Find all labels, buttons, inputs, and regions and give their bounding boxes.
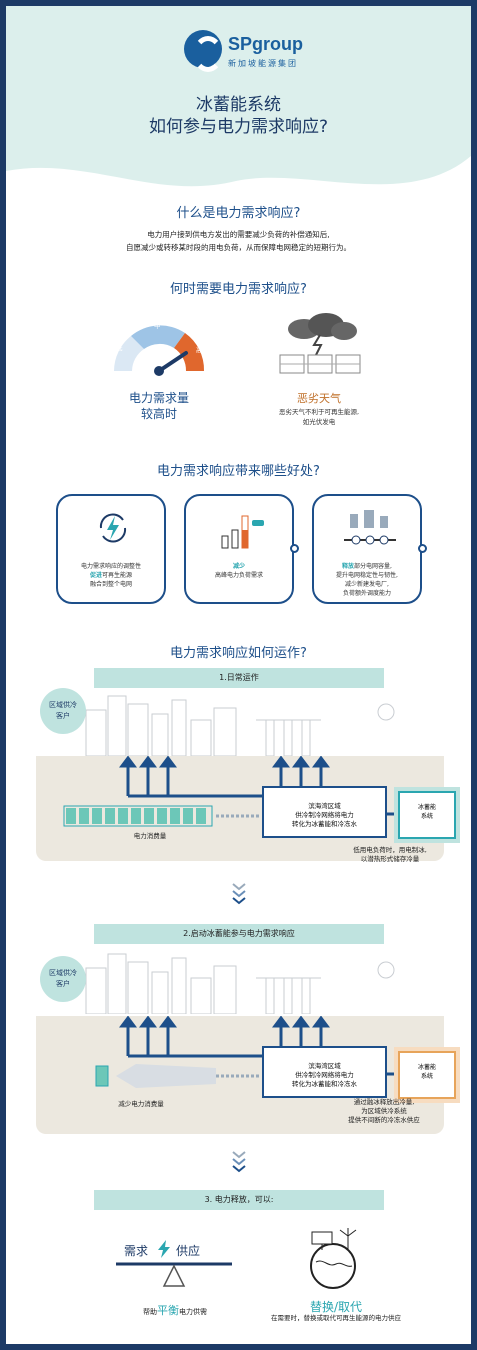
what-heading: 什么是电力需求响应? — [176, 206, 301, 221]
what-text-line1: 电力用户接到供电方发出的需要减少负荷的补偿通知后, — [147, 230, 330, 239]
replace-text: 在需要时，替换或取代可再生能源的电力供应 — [271, 1314, 401, 1322]
card1-highlight: 促进 — [89, 572, 102, 579]
weather-text-line1: 恶劣天气不利于可再生能源, — [278, 408, 360, 416]
what-text-line2: 自愿减少或转移某时段的用电负荷，从而保障电网稳定的短期行为。 — [126, 243, 351, 252]
scene2-right-line2: 为区域供冷系统 — [361, 1107, 407, 1115]
ice-line2: 系统 — [420, 1073, 433, 1080]
step3-banner: 3. 电力释放，可以: — [94, 1190, 384, 1210]
gauge-high-label: 高 — [196, 346, 203, 354]
plant-line2: 供冷制冷网络将电力 — [295, 1071, 354, 1079]
plant-line3: 转化为冰蓄能和冷冻水 — [292, 820, 357, 828]
balance-demand: 需求 — [124, 1244, 149, 1258]
gauge-label-line2: 较高时 — [140, 407, 177, 421]
scene2-right-line3: 提供不间断的冷冻水供应 — [348, 1116, 420, 1124]
city-skyline-1 — [85, 695, 395, 756]
benefits-heading: 电力需求响应带来哪些好处? — [157, 464, 320, 479]
grid-release-icon — [344, 510, 396, 545]
customer-line1: 区域供冷 — [49, 701, 77, 709]
plant-line2: 供冷制冷网络将电力 — [295, 811, 354, 819]
card1-line3: 融合到整个电网 — [89, 581, 132, 588]
city-skyline-2 — [85, 953, 395, 1014]
ice-line1: 冰蓄能 — [417, 804, 436, 811]
renewable-cycle-icon — [99, 513, 127, 543]
replace-word: 替换/取代 — [309, 1300, 363, 1314]
chevron-down-icon — [232, 1151, 246, 1173]
earth-renewables-icon — [310, 1228, 357, 1289]
weather-label: 恶劣天气 — [297, 392, 341, 405]
customer-label-1: 区域供冷 客户 — [40, 688, 86, 734]
storm-cloud-solar-icon — [279, 313, 361, 374]
card2-line1: 高峰电力负荷需求 — [214, 572, 263, 579]
card3-line3: 减少新建发电厂, — [345, 581, 389, 588]
gauge-low-label: 低 — [116, 344, 123, 352]
balance-scale-icon — [116, 1262, 232, 1287]
plant-line3: 转化为冰蓄能和冷冻水 — [292, 1080, 357, 1088]
ice-storage-box-1: 冰蓄能 系统 — [398, 791, 456, 839]
demand-gauge-icon — [114, 325, 205, 376]
card3-highlight: 释放 — [342, 563, 355, 570]
step2-banner: 2.启动冰蓄能参与电力需求响应 — [94, 924, 384, 944]
sp-group-logo: SPgroup 新加坡能源集团 — [184, 28, 314, 76]
balance-supply: 供应 — [176, 1244, 201, 1258]
customer-line2: 客户 — [56, 980, 70, 988]
benefit-card-release: 释放部分电网容量, 提升电网稳定性与韧性, 减少新建发电厂, 负荷额外调度能力 — [312, 494, 422, 604]
customer-line2: 客户 — [56, 712, 70, 720]
how-heading: 电力需求响应如何运作? — [170, 646, 307, 661]
page-title-line2: 如何参与电力需求响应? — [148, 117, 329, 137]
customer-line1: 区域供冷 — [49, 969, 77, 977]
balance-word: 平衡 — [157, 1304, 179, 1317]
weather-text-line2: 如光伏发电 — [302, 418, 336, 426]
step1-banner: 1.日常运作 — [94, 668, 384, 688]
benefit-card-integrate: 电力需求响应的调整性 促进可再生能源 融合到整个电网 — [56, 494, 166, 604]
lightning-icon — [158, 1240, 170, 1258]
scene2-left-label: 减少电力消费量 — [118, 1100, 164, 1108]
balance-prefix: 帮助 — [143, 1308, 157, 1316]
ice-storage-box-2: 冰蓄能 系统 — [398, 1051, 456, 1099]
daily-flow-diagram — [63, 756, 398, 827]
response-flow-diagram — [95, 1016, 398, 1088]
scene1-right-line1: 低用电负荷时，用电制冰, — [353, 846, 427, 854]
plant-line1: 滨海湾区域 — [308, 802, 341, 810]
scene2-right-line1: 通过融冰释放出冷量, — [353, 1098, 415, 1106]
infographic-page: SPgroup 新加坡能源集团 冰蓄能系统 如何参与电力需求响应? 什么是电力需… — [6, 6, 471, 1344]
plant-line1: 滨海湾区域 — [308, 1062, 341, 1070]
gauge-mid-label: 中 — [154, 322, 161, 330]
card3-line4: 负荷额外调度能力 — [342, 590, 391, 597]
card3-line2: 提升电网稳定性与韧性, — [336, 572, 398, 579]
scene1-right-line2: 以潜热形式储存冷量 — [360, 855, 420, 863]
card1-line2: 可再生能源 — [102, 572, 133, 579]
benefit-card-reduce: 减少 高峰电力负荷需求 — [184, 494, 294, 604]
balance-caption: 帮助平衡电力供需 — [110, 1302, 240, 1318]
plant-box-2: 滨海湾区域 供冷制冷网络将电力 转化为冰蓄能和冷冻水 — [262, 1046, 387, 1098]
when-heading: 何时需要电力需求响应? — [170, 282, 307, 297]
gauge-label-line1: 电力需求量 — [128, 391, 189, 405]
sp-logo-icon — [184, 30, 223, 72]
card-connector-dot — [290, 544, 299, 553]
ice-line1: 冰蓄能 — [417, 1064, 436, 1071]
card1-line1: 电力需求响应的调整性 — [80, 563, 141, 570]
balance-suffix: 电力供需 — [179, 1308, 207, 1316]
customer-label-2: 区域供冷 客户 — [40, 956, 86, 1002]
ice-line2: 系统 — [420, 813, 433, 820]
logo-name: SPgroup — [228, 34, 303, 54]
bar-chart-icon — [221, 515, 264, 549]
card-connector-dot — [418, 544, 427, 553]
chevron-down-icon — [232, 883, 246, 905]
page-title-line1: 冰蓄能系统 — [196, 95, 281, 115]
logo-subtitle: 新加坡能源集团 — [228, 59, 298, 68]
scene1-left-label: 电力消费量 — [133, 832, 167, 840]
plant-box-1: 滨海湾区域 供冷制冷网络将电力 转化为冰蓄能和冷冻水 — [262, 786, 387, 838]
header-wave — [6, 6, 471, 187]
card2-highlight: 减少 — [232, 563, 245, 570]
card3-line1: 部分电网容量, — [354, 563, 392, 570]
